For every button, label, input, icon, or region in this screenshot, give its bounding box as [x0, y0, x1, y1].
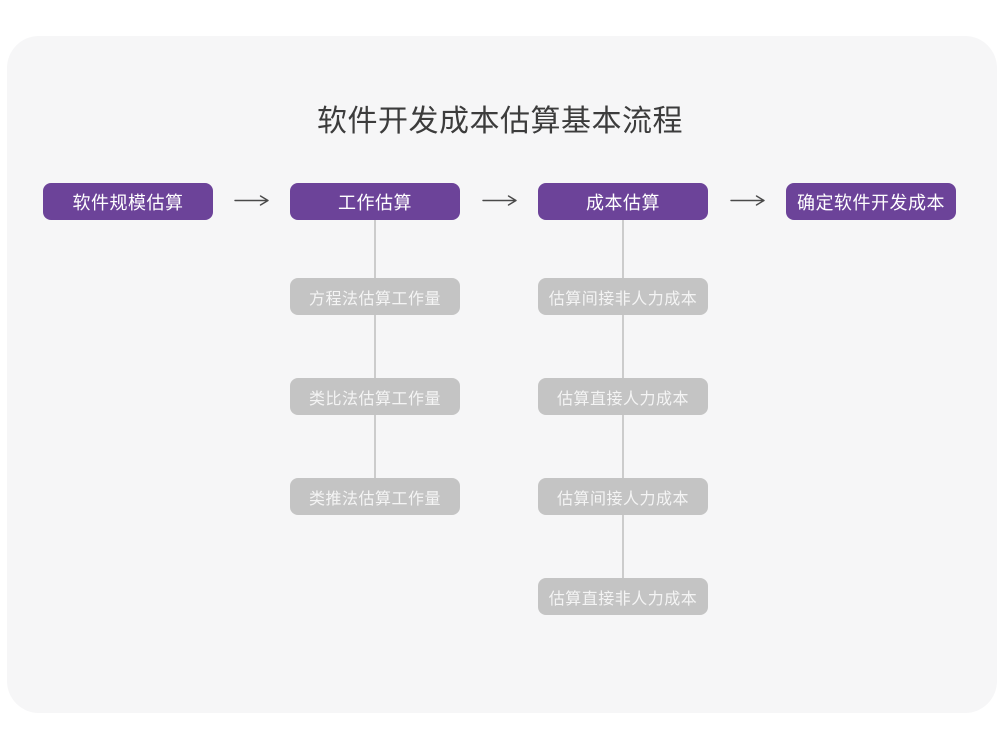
- substep-indirect-labor-cost: 估算间接人力成本: [538, 478, 708, 515]
- right-arrow-icon: [234, 195, 269, 206]
- substep-direct-nonlabor-cost: 估算直接非人力成本: [538, 578, 708, 615]
- flowchart-card: [7, 36, 997, 713]
- substep-indirect-nonlabor-cost: 估算间接非人力成本: [538, 278, 708, 315]
- connector-line-work-column: [374, 220, 376, 496]
- flow-step-work-estimation: 工作估算: [290, 183, 460, 220]
- substep-extrapolation-method-workload: 类推法估算工作量: [290, 478, 460, 515]
- right-arrow-icon: [482, 195, 517, 206]
- substep-equation-method-workload: 方程法估算工作量: [290, 278, 460, 315]
- right-arrow-icon: [730, 195, 765, 206]
- page-title: 软件开发成本估算基本流程: [317, 105, 683, 138]
- flow-step-cost-estimation: 成本估算: [538, 183, 708, 220]
- flow-step-determine-dev-cost: 确定软件开发成本: [786, 183, 956, 220]
- substep-analogy-method-workload: 类比法估算工作量: [290, 378, 460, 415]
- flow-step-software-scale-estimation: 软件规模估算: [43, 183, 213, 220]
- substep-direct-labor-cost: 估算直接人力成本: [538, 378, 708, 415]
